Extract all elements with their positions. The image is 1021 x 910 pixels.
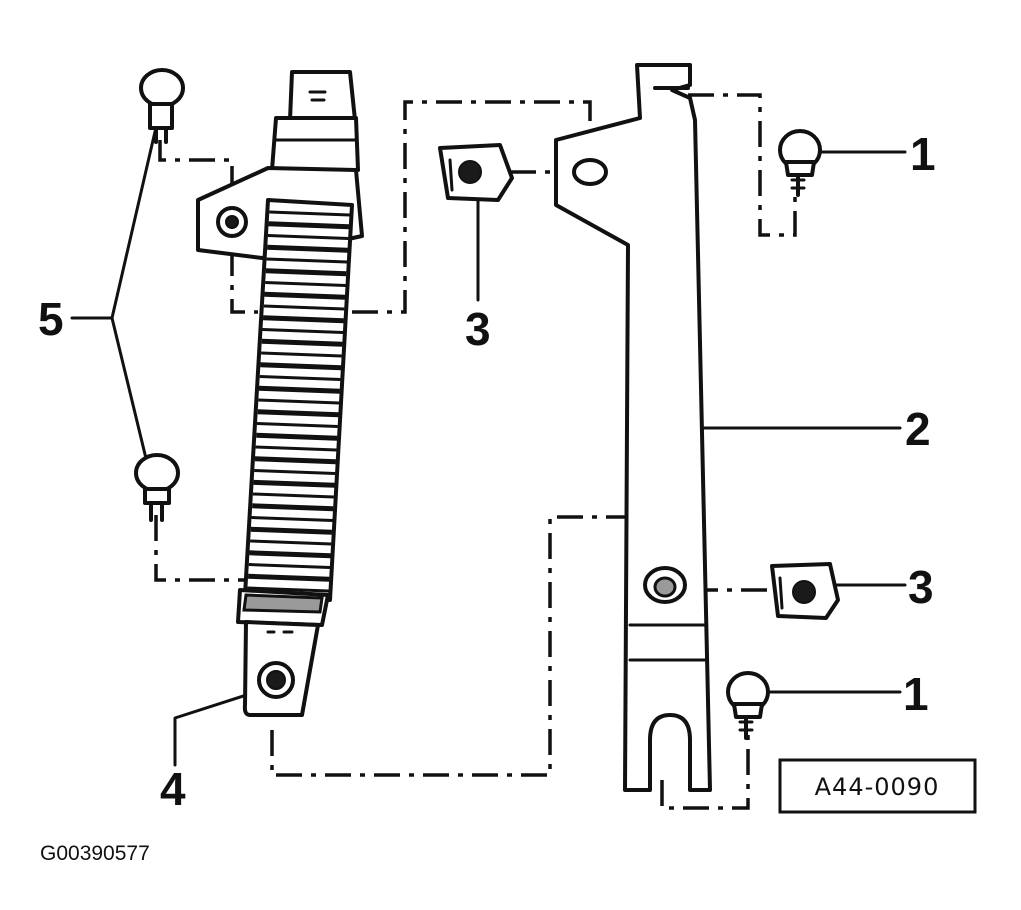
bellows-ribs <box>247 210 350 593</box>
bolt-upper <box>778 129 822 197</box>
reference-code: A44-0090 <box>815 773 940 801</box>
bellows-rib <box>249 550 331 559</box>
reference-box: A44-0090 <box>778 758 977 814</box>
callout-2: 2 <box>905 403 931 455</box>
seat-belt-tensioner <box>196 70 364 717</box>
bellows-rib <box>256 432 338 441</box>
bellows-rib <box>267 234 349 240</box>
bolt-lower <box>726 671 770 740</box>
callout-5: 5 <box>38 293 64 345</box>
callout-4: 4 <box>160 763 186 815</box>
bellows-rib <box>247 586 329 593</box>
callout-1-bottom: 1 <box>903 668 929 720</box>
callout-3-top: 3 <box>465 303 491 355</box>
bellows-rib <box>262 328 344 334</box>
clip-nut-top <box>438 143 514 202</box>
bellows-rib <box>267 244 348 253</box>
bellows-rib <box>260 362 342 371</box>
bellows-rib <box>248 573 330 582</box>
bellows-rib <box>257 409 339 418</box>
callout-3-right: 3 <box>908 561 934 613</box>
leader-lines <box>70 108 907 767</box>
bellows-rib <box>261 351 342 358</box>
bellows-rib <box>248 563 331 569</box>
bellows-rib <box>250 539 332 546</box>
bellows-rib <box>259 375 341 381</box>
bellows-rib <box>255 445 337 452</box>
bellows-rib <box>268 221 350 230</box>
height-adjuster-rail <box>554 63 712 792</box>
bellows-rib <box>256 422 338 428</box>
bellows-rib <box>254 469 336 475</box>
bellows-rib <box>252 492 334 499</box>
bellows-rib <box>263 304 345 311</box>
bellows-rib <box>252 503 334 512</box>
bellows-rib <box>265 281 346 287</box>
bellows-rib <box>264 291 346 300</box>
bellows-rib <box>266 257 348 264</box>
bellows-rib <box>258 398 340 405</box>
pin-bolt-upper <box>139 68 185 144</box>
callout-1-top: 1 <box>910 128 936 180</box>
bellows-rib <box>253 479 335 488</box>
figure-id: G00390577 <box>40 842 150 865</box>
pin-bolt-lower <box>134 453 180 522</box>
clip-nut-right <box>770 562 840 620</box>
bellows-rib <box>251 516 333 522</box>
bellows-rib <box>265 268 347 277</box>
bellows-rib <box>254 456 336 465</box>
bellows-rib <box>250 526 332 535</box>
bellows-rib <box>263 315 344 324</box>
bellows-rib <box>261 338 343 347</box>
bellows-rib <box>269 210 350 217</box>
bellows-rib <box>258 385 340 394</box>
